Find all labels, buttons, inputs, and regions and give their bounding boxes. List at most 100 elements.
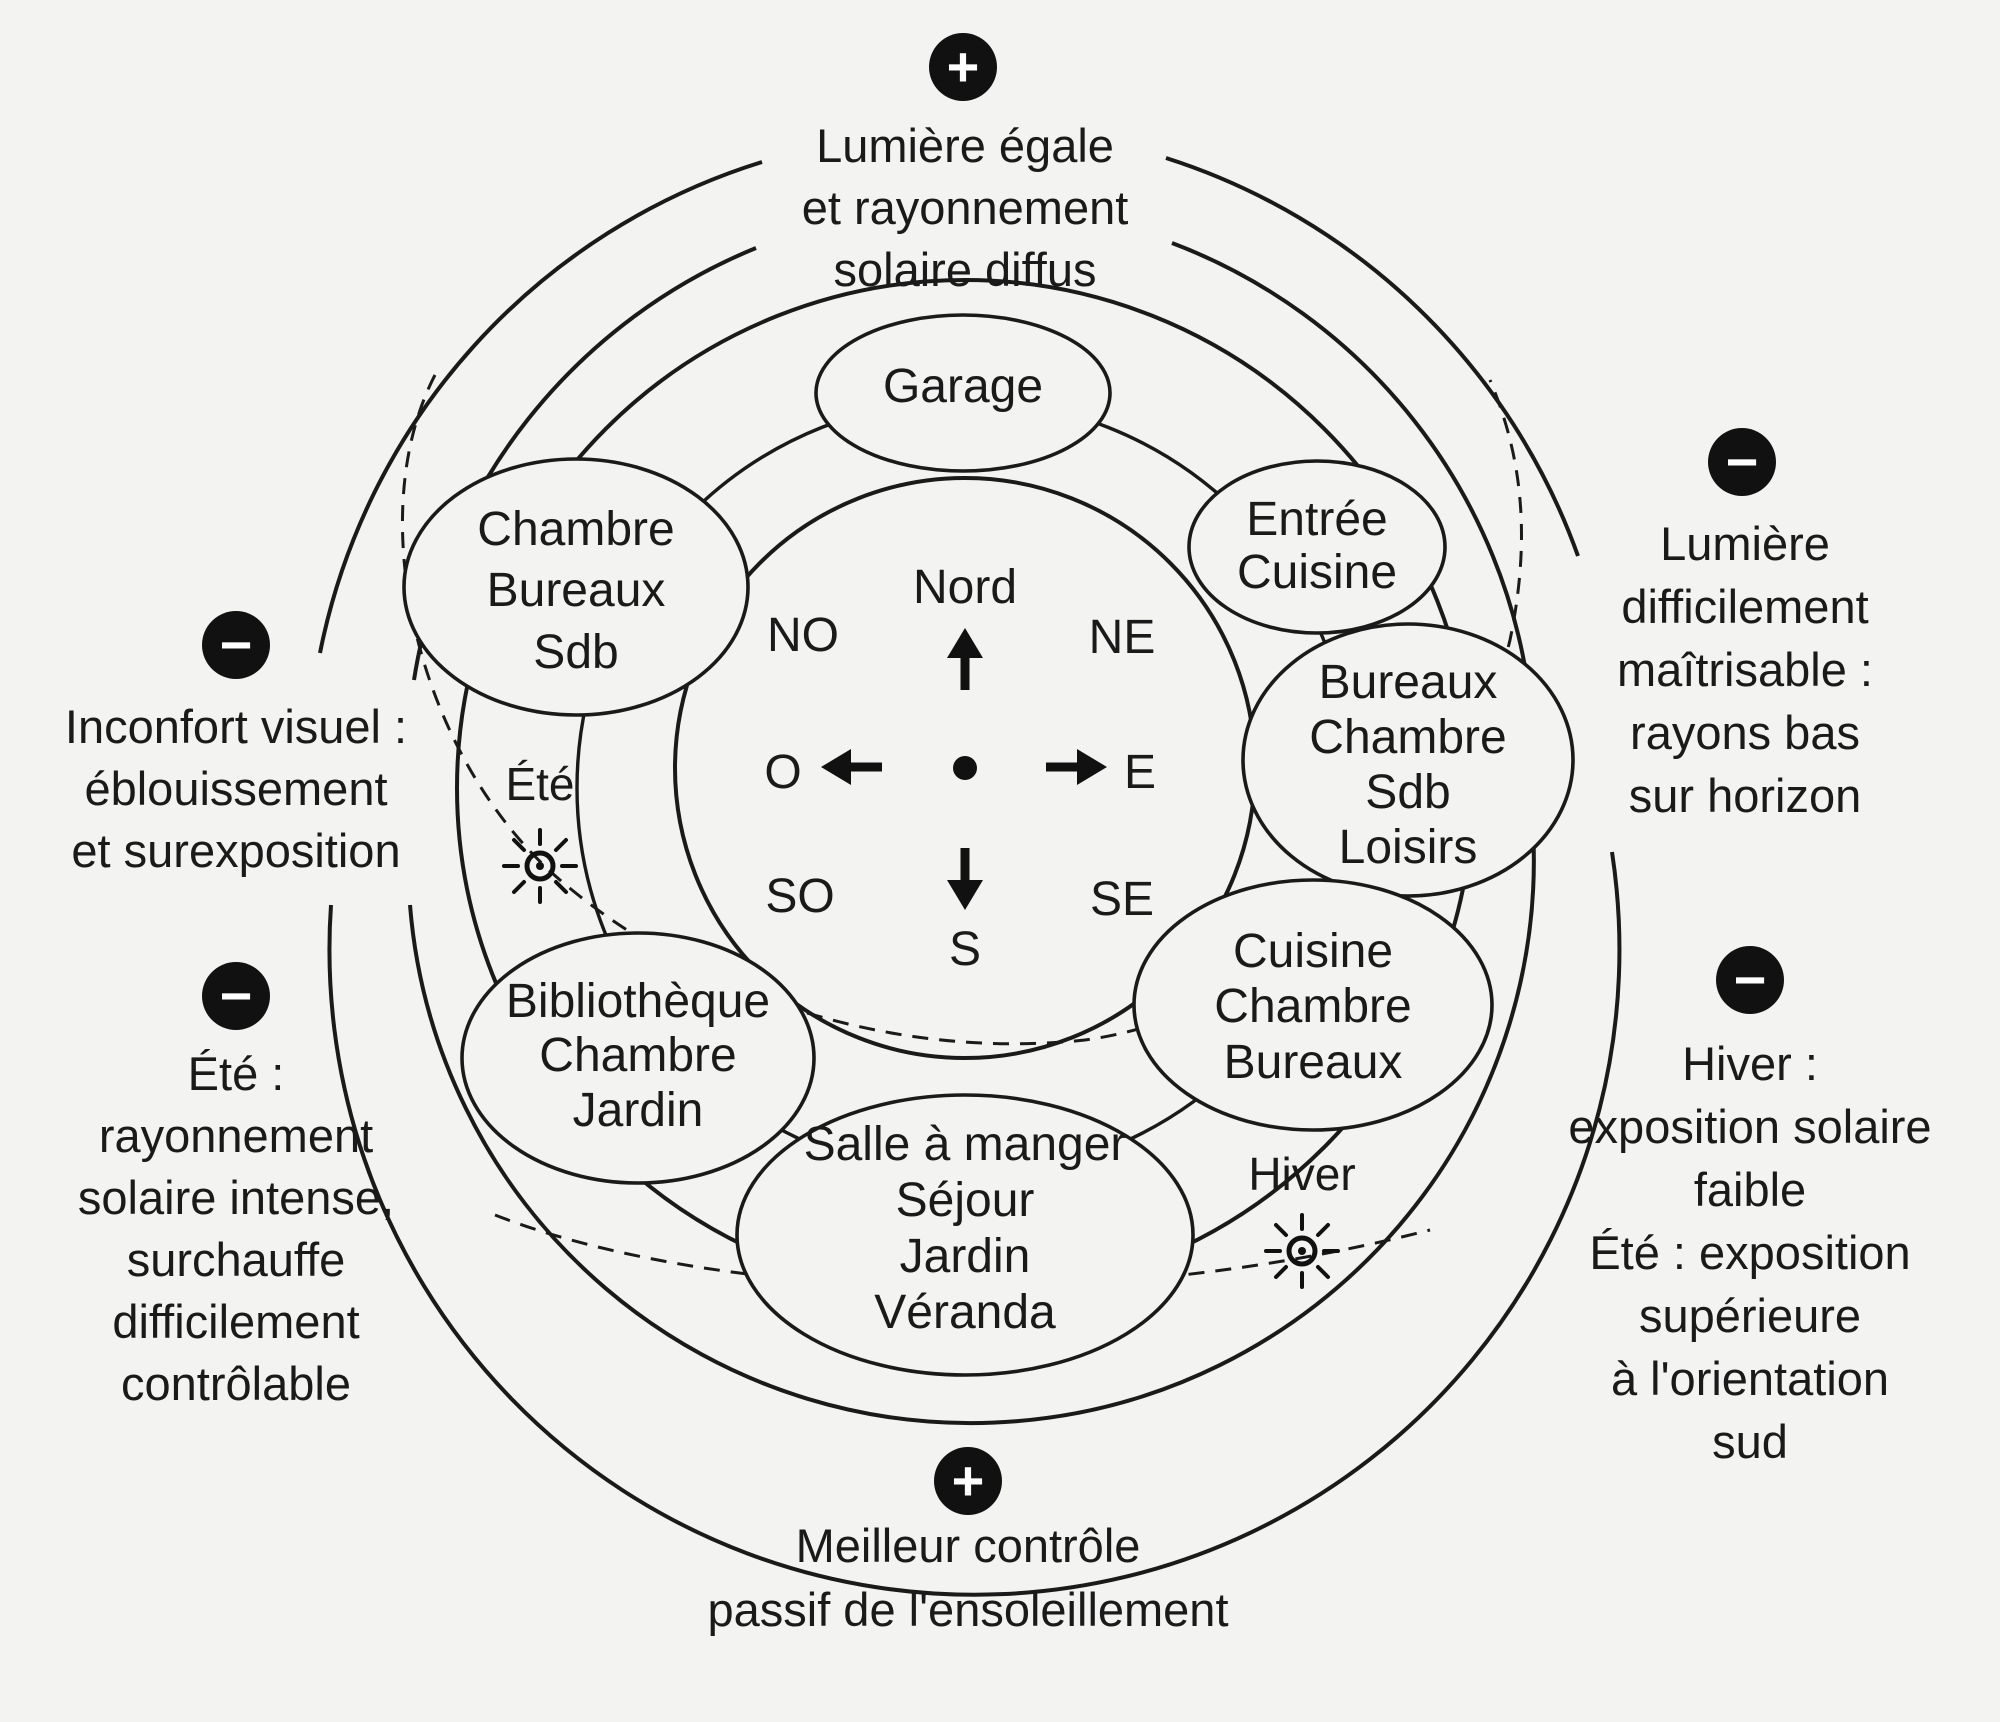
room-nord-est-line-1: Entrée (1246, 493, 1387, 546)
sun-paths (401, 374, 1523, 1289)
annotation-north-line-2: et rayonnement (802, 181, 1129, 234)
plus-badge-icon (934, 1447, 1002, 1515)
badge-south-sign: + (952, 1449, 985, 1512)
room-nord-ouest-line-2: Bureaux (487, 564, 666, 617)
room-nord-line-1: Garage (883, 360, 1043, 413)
room-sud-line-4: Véranda (874, 1286, 1056, 1339)
room-nord-ouest-line-1: Chambre (477, 503, 674, 556)
annotation-east-line-3: maîtrisable : (1617, 643, 1873, 696)
annotation-south-west-line-5: difficilement (112, 1295, 359, 1348)
room-est-line-1: Bureaux (1319, 656, 1498, 709)
badge-south-east: − (1716, 946, 1784, 1014)
room-sud-est-line-1: Cuisine (1233, 925, 1393, 978)
room-sud-ellipse (735, 1093, 1195, 1377)
badge-east: − (1708, 428, 1776, 496)
annotation-south-west-line-1: Été : (188, 1047, 285, 1100)
annotation-east-line-2: difficilement (1621, 580, 1868, 633)
winter-sun-path (494, 1213, 1431, 1289)
room-sud-ouest-line-1: Bibliothèque (506, 975, 770, 1028)
room-sud-est-line-2: Chambre (1214, 980, 1411, 1033)
rooms (402, 313, 1575, 1377)
badge-west: − (202, 611, 270, 679)
badge-north-sign: + (947, 35, 980, 98)
minus-badge-icon (1716, 946, 1784, 1014)
minus-badge-icon (1708, 428, 1776, 496)
annotation-north-line-1: Lumière égale (816, 119, 1114, 172)
room-est-ellipse (1241, 622, 1575, 898)
annotation-south-west-line-6: contrôlable (121, 1357, 351, 1410)
room-sud-est-line-3: Bureaux (1224, 1036, 1403, 1089)
outer-ring-arc-top-left (318, 160, 763, 654)
annotation-south-east-line-4: Été : exposition (1589, 1226, 1910, 1279)
room-sud-line-2: Séjour (896, 1174, 1035, 1227)
room-nord-ouest-ellipse (402, 457, 750, 717)
compass-s: S (949, 923, 981, 976)
badge-south: + (934, 1447, 1002, 1515)
room-nord-est-ellipse (1187, 459, 1447, 635)
annotation-south-line-1: Meilleur contrôle (796, 1519, 1141, 1572)
west-arrow-head (821, 749, 851, 785)
badge-east-sign: − (1726, 430, 1759, 493)
annotation-texts: Lumière égale et rayonnement solaire dif… (65, 119, 1932, 1636)
annotation-north-line-3: solaire diffus (834, 243, 1097, 296)
compass-o: O (764, 746, 801, 799)
annotation-south-east-line-3: faible (1694, 1163, 1806, 1216)
badge-south-west: − (202, 962, 270, 1030)
east-arrow-head (1077, 749, 1107, 785)
annotation-south-east-line-6: à l'orientation (1611, 1352, 1889, 1405)
room-est-line-3: Sdb (1365, 766, 1450, 819)
room-sud-est-ellipse (1132, 878, 1494, 1132)
winter-label: Hiver (1248, 1148, 1355, 1200)
annotation-east-line-4: rayons bas (1630, 706, 1860, 759)
room-sud-line-3: Jardin (900, 1230, 1031, 1283)
south-arrow-head (947, 880, 983, 910)
room-sud-ouest-line-2: Chambre (539, 1029, 736, 1082)
compass-center-dot (953, 756, 977, 780)
minus-badge-icon (202, 962, 270, 1030)
summer-sun-path (401, 374, 1523, 1046)
room-labels: Garage Chambre Bureaux Sdb Entrée Cuisin… (477, 360, 1506, 1339)
compass: Nord NO NE O E SO SE S (764, 561, 1156, 976)
room-nord-ouest-line-3: Sdb (533, 626, 618, 679)
compass-se: SE (1090, 873, 1154, 926)
seasons: Été Hiver (502, 758, 1356, 1289)
annotation-west-line-3: et surexposition (71, 824, 400, 877)
annotation-south-west-line-3: solaire intense, (78, 1171, 394, 1224)
room-est-line-2: Chambre (1309, 711, 1506, 764)
outer-ring-arc-top-right (1165, 156, 1580, 557)
badge-south-west-sign: − (220, 964, 253, 1027)
room-sud-line-1: Salle à manger (804, 1118, 1127, 1171)
annotation-badges: + − − − − + (202, 33, 1784, 1515)
plus-badge-icon (929, 33, 997, 101)
second-ring-arc-top-right (1171, 241, 1532, 701)
compass-so: SO (765, 870, 834, 923)
badge-south-east-sign: − (1734, 948, 1767, 1011)
annotation-south-west-line-2: rayonnement (99, 1109, 373, 1162)
annotation-west-line-2: éblouissement (84, 762, 387, 815)
room-nord-ellipse (814, 313, 1112, 473)
north-arrow-head (947, 628, 983, 658)
compass-e: E (1124, 746, 1156, 799)
annotation-west-line-1: Inconfort visuel : (65, 700, 407, 753)
annotation-south-line-2: passif de l'ensoleillement (707, 1583, 1228, 1636)
annotation-south-east-line-5: supérieure (1639, 1289, 1861, 1342)
compass-ne: NE (1089, 611, 1156, 664)
annotation-south-east-line-1: Hiver : (1682, 1037, 1818, 1090)
badge-west-sign: − (220, 613, 253, 676)
room-nord-est-line-2: Cuisine (1237, 546, 1397, 599)
room-sud-ouest-line-3: Jardin (573, 1084, 704, 1137)
annotation-south-east-line-2: exposition solaire (1568, 1100, 1931, 1153)
room-est-line-4: Loisirs (1339, 821, 1478, 874)
annotation-east-line-1: Lumière (1660, 517, 1830, 570)
minus-badge-icon (202, 611, 270, 679)
room-sud-ouest-ellipse (460, 931, 816, 1185)
summer-label: Été (505, 758, 574, 810)
second-ring-arc-bottom (408, 814, 1536, 1425)
winter-sun-icon (1264, 1213, 1340, 1289)
compass-nord: Nord (913, 561, 1017, 614)
annotation-east-line-5: sur horizon (1629, 769, 1862, 822)
compass-no: NO (767, 609, 839, 662)
annotation-south-east-line-7: sud (1712, 1415, 1788, 1468)
